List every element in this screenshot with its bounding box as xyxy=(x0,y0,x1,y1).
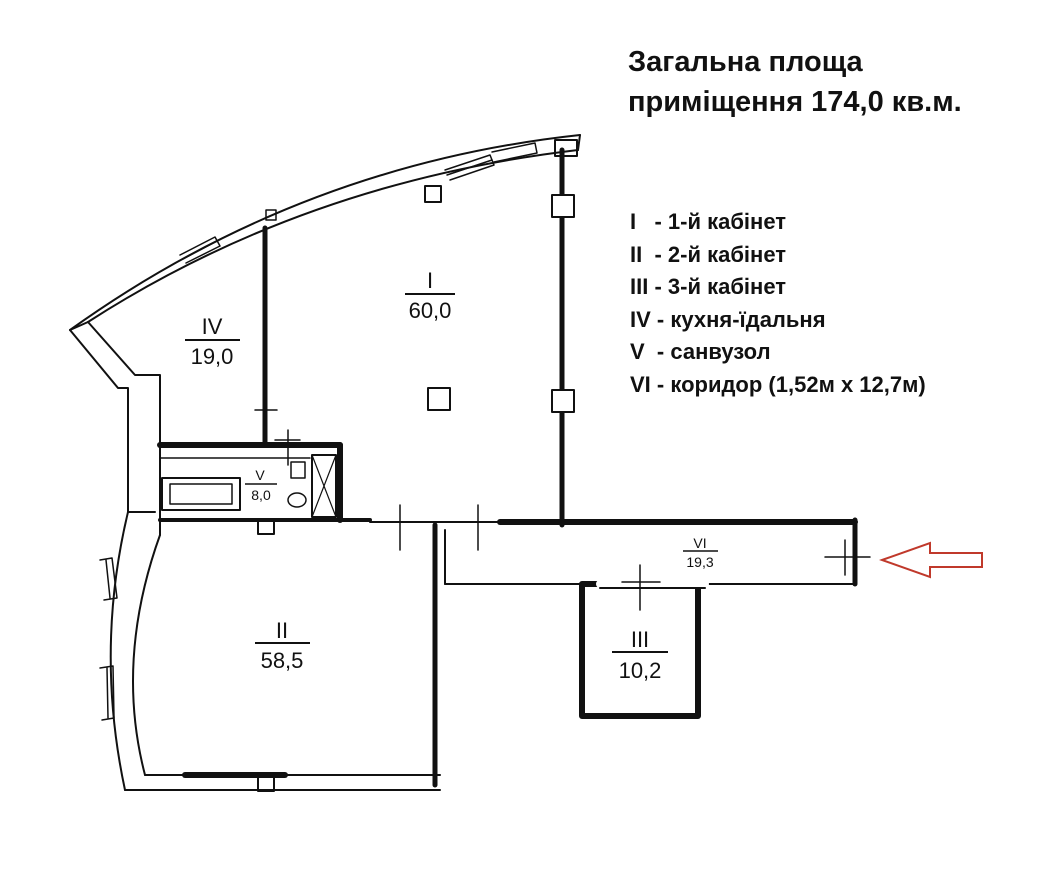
legend-item: IV - кухня-їдальня xyxy=(630,304,926,337)
room-numeral: II xyxy=(276,618,288,643)
windows-north xyxy=(179,142,538,264)
room-label-2: II 58,5 xyxy=(255,618,310,673)
total-area-title: Загальна площа приміщення 174,0 кв.м. xyxy=(628,42,962,122)
windows-west xyxy=(99,557,118,721)
arrow-left-outline-icon xyxy=(879,541,983,579)
legend-code: VI xyxy=(630,371,657,397)
kitchen-west-wall-outer xyxy=(69,329,156,513)
kitchen-west-wall-inner xyxy=(87,321,161,536)
room-ii-west-wall-outer xyxy=(109,511,129,791)
legend-code: III xyxy=(630,274,655,299)
legend-item: II - 2-й кабінет xyxy=(630,239,926,272)
legend-text: - коридор (1,52м х 12,7м) xyxy=(656,371,926,397)
room-label-4: IV 19,0 xyxy=(185,314,240,369)
legend-item: I - 1-й кабінет xyxy=(630,206,926,239)
legend-item: III - 3-й кабінет xyxy=(630,271,926,304)
room-area: 60,0 xyxy=(409,298,452,323)
room-ii-west-wall-inner xyxy=(132,534,161,776)
room-area: 19,3 xyxy=(686,554,713,570)
room-legend: I - 1-й кабінет II - 2-й кабінет III - 3… xyxy=(630,206,926,401)
room-area: 58,5 xyxy=(261,648,304,673)
room-numeral: VI xyxy=(693,535,706,551)
title-line-1: Загальна площа xyxy=(628,46,863,78)
room-label-1: I 60,0 xyxy=(405,268,455,323)
legend-text: - 3-й кабінет xyxy=(654,274,787,299)
title-line-2: приміщення 174,0 кв.м. xyxy=(628,86,962,118)
north-wall-inner xyxy=(87,149,579,323)
room-label-6: VI 19,3 xyxy=(683,535,718,570)
legend-text: - кухня-їдальня xyxy=(656,306,826,332)
room-numeral: III xyxy=(631,627,649,652)
legend-code: II xyxy=(630,241,655,267)
toilet xyxy=(287,492,307,508)
legend-item: VI - коридор (1,52м х 12,7м) xyxy=(630,369,926,402)
room-numeral: V xyxy=(255,467,265,483)
legend-item: V - санвузол xyxy=(630,336,926,369)
room-label-5: V 8,0 xyxy=(245,467,277,503)
legend-text: - 2-й кабінет xyxy=(654,241,787,267)
central-column xyxy=(427,387,451,411)
sink xyxy=(290,461,306,479)
room-numeral: I xyxy=(427,268,433,293)
room-area: 8,0 xyxy=(251,487,271,503)
room-numeral: IV xyxy=(202,314,223,339)
legend-text: - санвузол xyxy=(656,339,771,364)
room-area: 19,0 xyxy=(191,344,234,369)
bathtub xyxy=(161,477,241,511)
legend-text: - 1-й кабінет xyxy=(654,209,787,234)
pilaster xyxy=(424,185,442,203)
legend-code: V xyxy=(630,339,657,364)
north-wall-outer xyxy=(69,134,581,331)
shower xyxy=(311,454,337,518)
room-area: 10,2 xyxy=(619,658,662,683)
room-label-3: III 10,2 xyxy=(612,627,668,683)
legend-code: I xyxy=(630,209,655,234)
legend-code: IV xyxy=(630,306,657,332)
